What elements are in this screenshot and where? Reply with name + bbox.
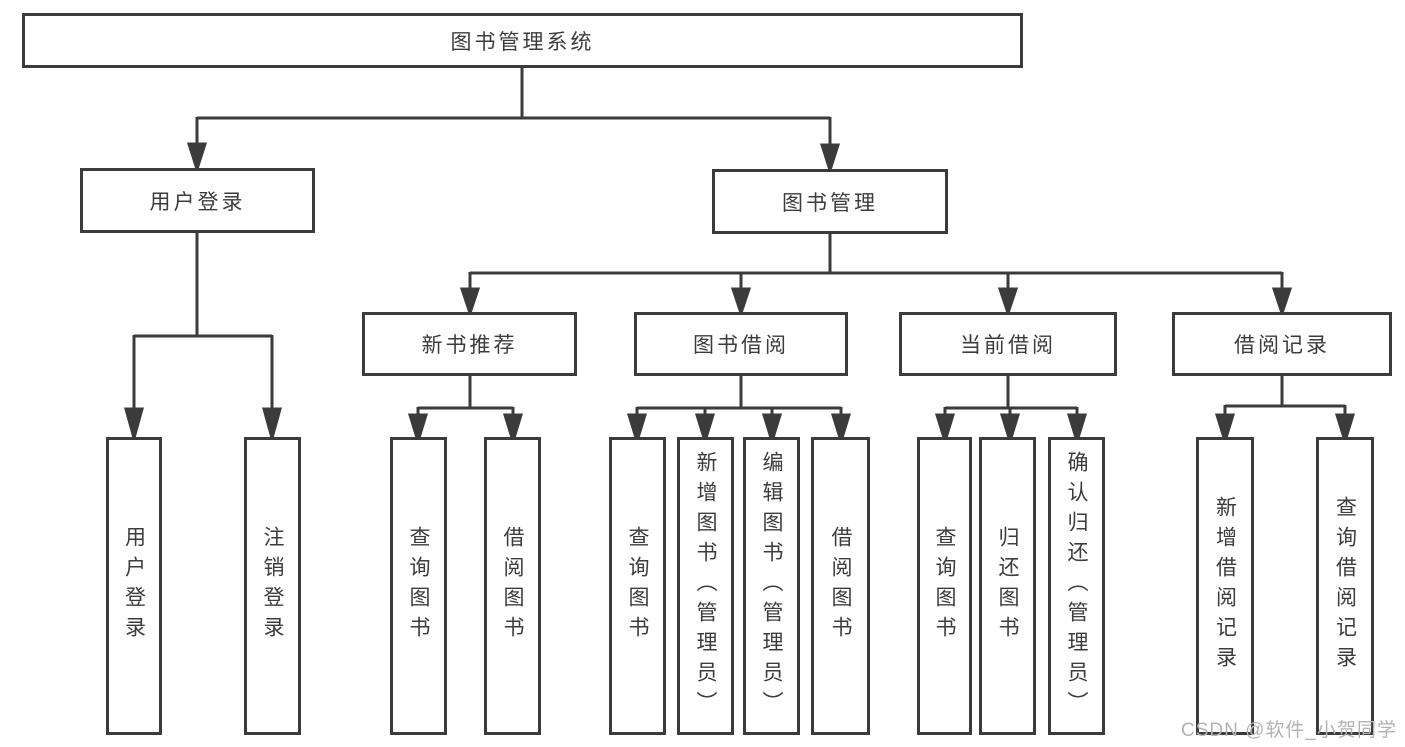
edges-current-borrowing-to-leaves: [934, 376, 1088, 447]
csdn-watermark: CSDN @软件_小贺同学: [1181, 720, 1397, 741]
arrowhead: [761, 413, 783, 447]
node-label: 当前借阅: [960, 334, 1056, 357]
arrowhead: [1271, 287, 1293, 318]
leaf-add-book-admin: 新增图书（管理员）: [677, 437, 734, 735]
node-current-borrowing: 当前借阅: [899, 312, 1117, 376]
arrowhead: [730, 287, 752, 318]
arrowhead: [997, 287, 1019, 318]
arrowhead: [819, 143, 841, 175]
node-label: 图书借阅: [693, 334, 789, 357]
arrowhead: [626, 413, 648, 447]
arrowhead: [830, 413, 852, 447]
leaf-query-borrow-record: 查询借阅记录: [1316, 437, 1374, 735]
leaf-query-book-current: 查询图书: [917, 437, 972, 735]
arrowhead: [407, 413, 429, 447]
node-label: 图书管理: [782, 191, 878, 215]
node-borrowing-records: 借阅记录: [1172, 312, 1392, 376]
node-label: 图书管理系统: [450, 30, 595, 54]
leaf-user-login: 用户登录: [106, 437, 162, 735]
node-book-borrowing: 图书借阅: [634, 312, 848, 376]
edges-new-book-recommend-to-leaves: [407, 376, 524, 447]
node-label: 查询借阅记录: [1333, 496, 1357, 676]
arrowhead: [262, 407, 282, 444]
node-label: 归还图书: [996, 526, 1019, 646]
arrowhead: [934, 413, 956, 447]
edges-user-login-to-leaves: [124, 233, 282, 444]
arrowhead: [1334, 413, 1356, 447]
arrowhead: [1066, 413, 1088, 447]
node-label: 编辑图书（管理员）: [760, 451, 783, 721]
arrowhead: [459, 287, 481, 318]
leaf-borrow-book-recommend: 借阅图书: [484, 437, 541, 735]
node-new-book-recommend: 新书推荐: [362, 312, 577, 376]
arrowhead: [186, 142, 208, 174]
leaf-return-book: 归还图书: [979, 437, 1036, 735]
leaf-edit-book-admin: 编辑图书（管理员）: [743, 437, 800, 735]
node-label: 借阅图书: [501, 526, 524, 646]
node-label: 借阅图书: [829, 526, 852, 646]
arrowhead: [694, 413, 716, 447]
node-label: 查询图书: [407, 526, 430, 646]
node-label: 用户登录: [122, 526, 146, 646]
arrowhead: [124, 407, 144, 444]
node-label: 新书推荐: [421, 334, 518, 357]
leaf-logout-login: 注销登录: [244, 437, 301, 735]
arrowhead: [999, 413, 1021, 447]
node-label: 用户登录: [149, 190, 246, 214]
node-root: 图书管理系统: [22, 13, 1023, 68]
node-user-login: 用户登录: [80, 168, 315, 233]
leaf-confirm-return-admin: 确认归还（管理员）: [1048, 437, 1105, 735]
node-label: 新增借阅记录: [1213, 496, 1237, 676]
node-label: 新增图书（管理员）: [694, 451, 717, 721]
node-label: 借阅记录: [1234, 334, 1330, 357]
leaf-borrow-book-borrowing: 借阅图书: [811, 437, 870, 735]
edges-book-management-to-level3: [459, 234, 1293, 318]
leaf-query-book-borrowing: 查询图书: [609, 437, 666, 735]
arrowhead: [1214, 413, 1236, 447]
node-label: 查询图书: [626, 526, 649, 646]
edges-root-to-level2: [186, 68, 841, 175]
edges-book-borrowing-to-leaves: [626, 376, 852, 447]
node-label: 注销登录: [261, 526, 284, 646]
node-label: 查询图书: [933, 526, 956, 646]
leaf-add-borrow-record: 新增借阅记录: [1196, 437, 1254, 735]
leaf-query-book-recommend: 查询图书: [390, 437, 447, 735]
edges-borrowing-records-to-leaves: [1214, 376, 1356, 447]
arrowhead: [502, 413, 524, 447]
node-label: 确认归还（管理员）: [1065, 451, 1088, 721]
node-book-management: 图书管理: [712, 169, 948, 234]
